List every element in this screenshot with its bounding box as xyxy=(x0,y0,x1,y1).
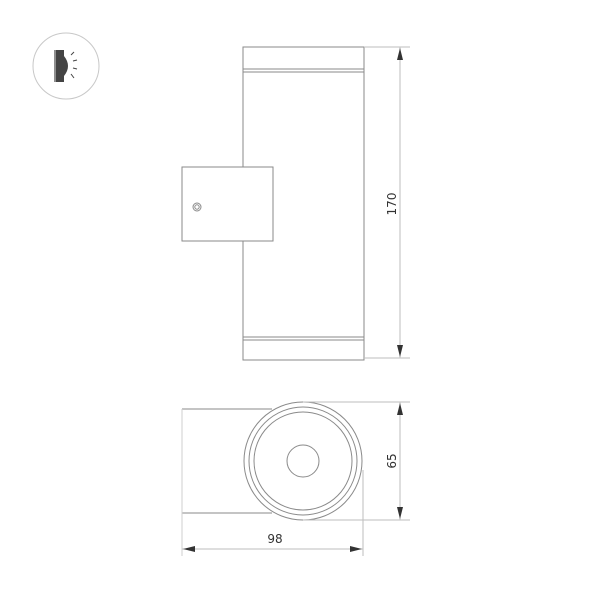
height-label: 170 xyxy=(385,193,399,216)
front-view xyxy=(181,46,365,361)
top-view xyxy=(181,401,363,521)
screw-hole xyxy=(192,202,202,212)
outer-ring xyxy=(243,401,363,521)
lens xyxy=(286,444,320,478)
wall-bracket xyxy=(181,166,274,242)
wall-light-icon xyxy=(32,32,100,100)
middle-ring xyxy=(248,406,358,516)
depth-label: 65 xyxy=(385,453,399,468)
depth-dimension: 65 xyxy=(303,401,410,521)
height-dimension: 170 xyxy=(364,46,410,359)
inner-ring xyxy=(253,411,353,511)
width-dimension: 98 xyxy=(181,470,364,556)
width-label: 98 xyxy=(267,532,282,546)
